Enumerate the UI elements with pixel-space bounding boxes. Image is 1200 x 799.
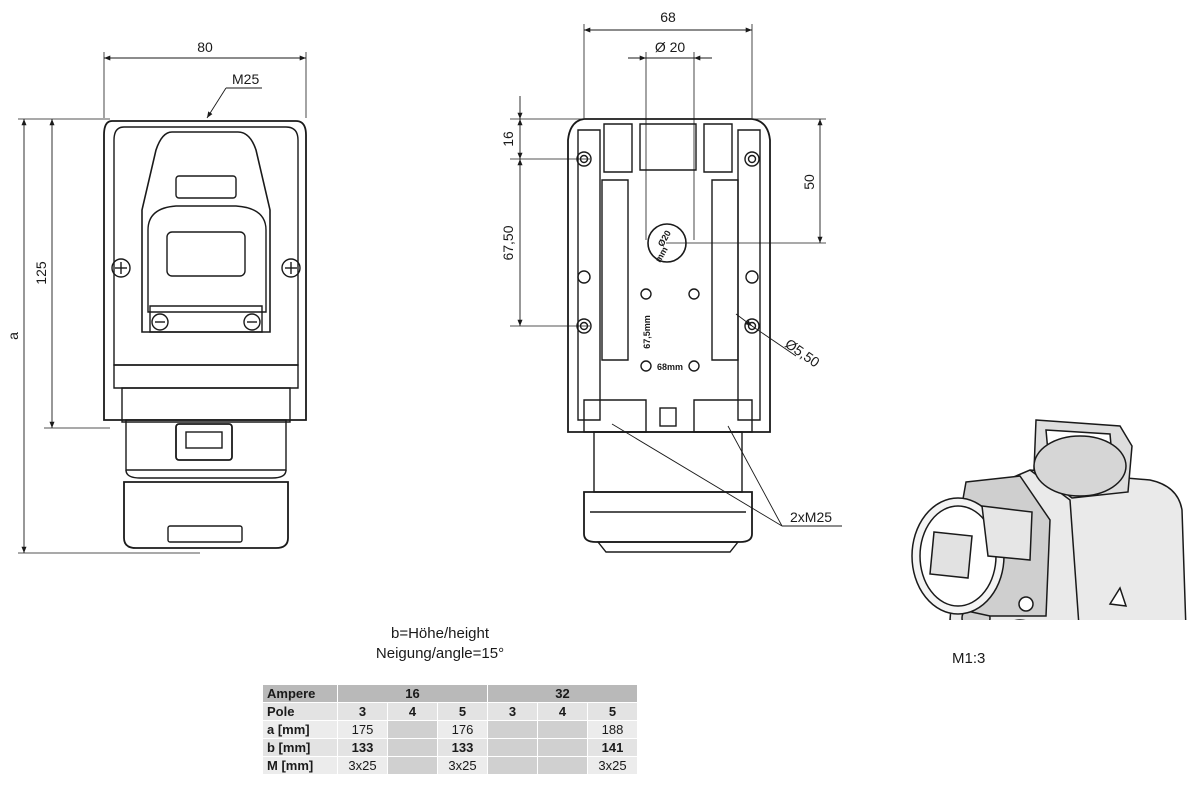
table-cell: 188: [587, 720, 638, 739]
table-cell: [487, 756, 538, 775]
row-header: a [mm]: [262, 720, 338, 739]
table-cell: 3x25: [437, 756, 488, 775]
table-cell: 133: [437, 738, 488, 757]
table-row: Ampere 16 32: [262, 684, 638, 703]
rear-dim-top-label: 16: [500, 131, 516, 147]
table-cell: [387, 720, 438, 739]
note-height: b=Höhe/height: [391, 625, 489, 642]
row-header: M [mm]: [262, 756, 338, 775]
table-cell: [537, 720, 588, 739]
row-header: Ampere: [262, 684, 338, 703]
table-cell: [537, 738, 588, 757]
amp-group-32: 32: [487, 684, 638, 703]
rear-hole-label: Ø 20: [655, 39, 686, 55]
table-row: Pole 3 4 5 3 4 5: [262, 702, 638, 721]
row-header: Pole: [262, 702, 338, 721]
center-mark-top: Ø20: [656, 229, 673, 249]
table-cell: 5: [437, 702, 488, 721]
table-row: a [mm] 175 176 188: [262, 720, 638, 739]
table-cell: 176: [437, 720, 488, 739]
dimension-table: Ampere 16 32 Pole 3 4 5 3 4 5 a [mm] 175…: [262, 684, 638, 775]
socket-rear-view: [510, 24, 826, 553]
scale-label: M1:3: [952, 650, 986, 667]
technical-drawing: 80 M25 125 a: [5, 9, 1187, 620]
table-cell: [387, 738, 438, 757]
table-cell: 141: [587, 738, 638, 757]
front-height-label: 125: [33, 261, 49, 285]
table-cell: 133: [337, 738, 388, 757]
table-cell: 3: [487, 702, 538, 721]
table-row: b [mm] 133 133 141: [262, 738, 638, 757]
table-cell: 5: [587, 702, 638, 721]
table-cell: 4: [387, 702, 438, 721]
table-cell: [387, 756, 438, 775]
front-width-label: 80: [197, 39, 213, 55]
note-angle: Neigung/angle=15°: [375, 645, 505, 662]
socket-isometric-view: [911, 419, 1187, 620]
table-cell: [487, 720, 538, 739]
table-cell: 4: [537, 702, 588, 721]
table-cell: 175: [337, 720, 388, 739]
center-mark-bottom: mm: [653, 245, 670, 264]
spacing-vertical-mark: 67,5mm: [642, 315, 652, 349]
table-cell: 3x25: [337, 756, 388, 775]
rear-dim-right-label: 50: [801, 174, 817, 190]
rear-width-label: 68: [660, 9, 676, 25]
rear-entry-label: 2xM25: [790, 509, 832, 525]
front-overall-label: a: [5, 332, 21, 340]
table-cell: [487, 738, 538, 757]
table-cell: 3x25: [587, 756, 638, 775]
rear-mount-hole-label: Ø5,50: [782, 335, 823, 370]
rear-dim-left-label: 67,50: [500, 225, 516, 260]
socket-front-view: [18, 52, 307, 554]
amp-group-16: 16: [337, 684, 488, 703]
table-row: M [mm] 3x25 3x25 3x25: [262, 756, 638, 775]
front-thread-label: M25: [232, 71, 259, 87]
table-cell: 3: [337, 702, 388, 721]
table-cell: [537, 756, 588, 775]
notes-block: b=Höhe/height Neigung/angle=15°: [330, 624, 550, 664]
row-header: b [mm]: [262, 738, 338, 757]
spacing-horizontal-mark: 68mm: [657, 362, 683, 372]
